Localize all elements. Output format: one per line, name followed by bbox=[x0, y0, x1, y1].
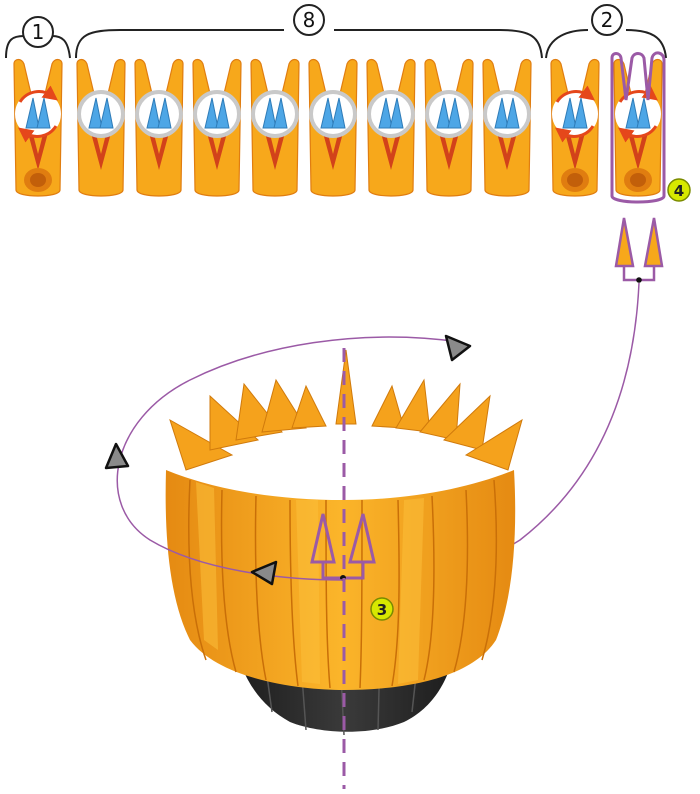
standard-piece bbox=[425, 60, 473, 197]
count-label-2: 2 bbox=[601, 8, 614, 32]
rotated-piece bbox=[551, 60, 599, 197]
detached-tips bbox=[616, 218, 662, 283]
circle-outline-icon bbox=[137, 92, 181, 136]
count-label-1: 1 bbox=[32, 20, 45, 44]
step-badge-3-label: 3 bbox=[377, 601, 387, 619]
standard-piece bbox=[193, 60, 241, 197]
standard-piece bbox=[367, 60, 415, 197]
standard-piece bbox=[309, 60, 357, 197]
circle-outline-icon bbox=[369, 92, 413, 136]
circle-outline-icon bbox=[79, 92, 123, 136]
count-circle-1: 1 bbox=[23, 17, 53, 47]
count-circle-8: 8 bbox=[294, 5, 324, 35]
circle-outline-icon bbox=[485, 92, 529, 136]
rotated-piece bbox=[14, 60, 62, 197]
count-circle-2: 2 bbox=[592, 5, 622, 35]
circle-outline-icon bbox=[427, 92, 471, 136]
direction-arrow-icon bbox=[106, 444, 128, 468]
standard-piece bbox=[483, 60, 531, 197]
pieces-row bbox=[14, 60, 662, 197]
standard-piece bbox=[77, 60, 125, 197]
step-badge-4: 4 bbox=[668, 179, 690, 201]
direction-arrow-icon bbox=[446, 336, 470, 360]
step-badge-3: 3 bbox=[371, 598, 393, 620]
standard-piece bbox=[135, 60, 183, 197]
step-badge-4-label: 4 bbox=[674, 182, 684, 200]
circle-outline-icon bbox=[253, 92, 297, 136]
standard-piece bbox=[251, 60, 299, 197]
circle-outline-icon bbox=[195, 92, 239, 136]
count-label-8: 8 bbox=[303, 8, 316, 32]
rotated-piece bbox=[614, 60, 662, 197]
circle-outline-icon bbox=[311, 92, 355, 136]
